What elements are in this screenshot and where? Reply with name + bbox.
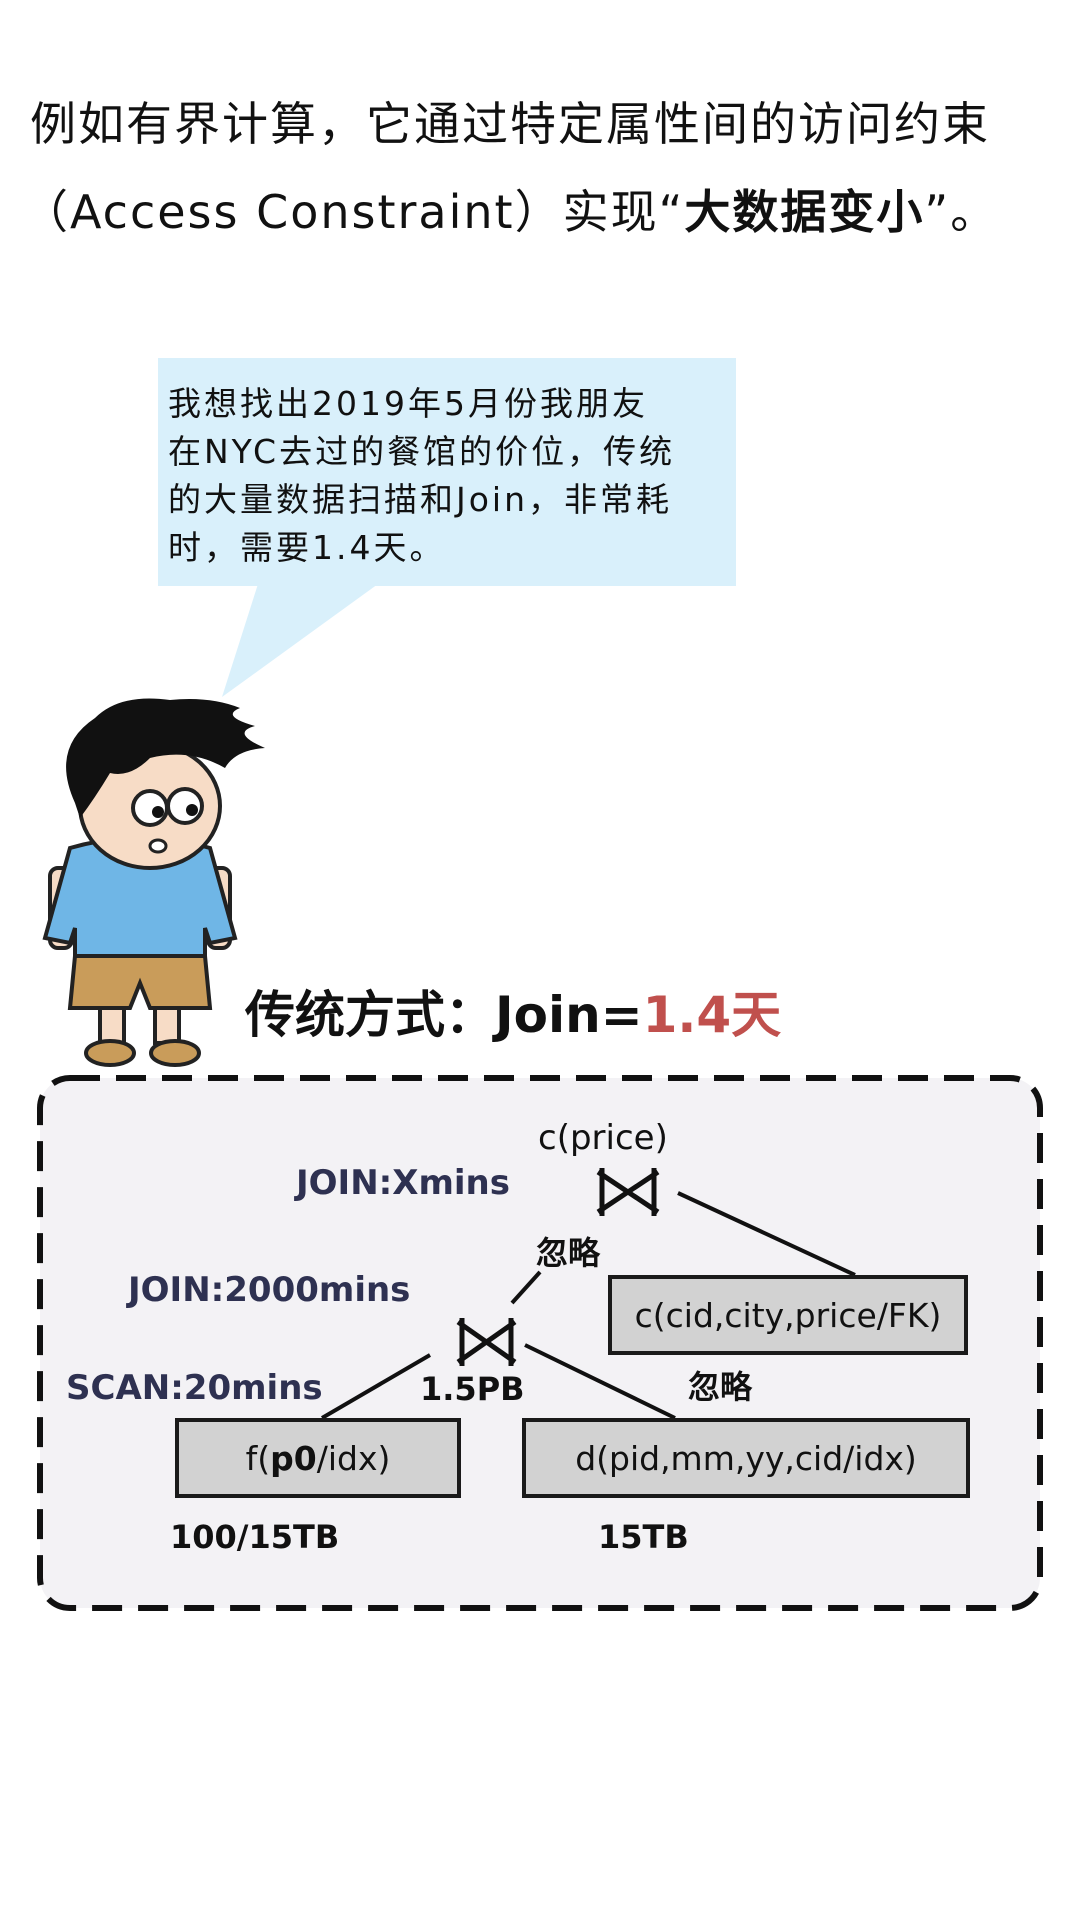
- intro-line-2-prefix: （Access Constraint）实现“: [22, 185, 685, 239]
- intro-line-2: （Access Constraint）实现“大数据变小”。: [22, 168, 1060, 256]
- intro-line-2-bold: 大数据变小: [684, 185, 925, 239]
- bubble-line-3: 的大量数据扫描和Join，非常耗: [168, 480, 673, 519]
- table-node-f: f(p0/idx): [175, 1418, 461, 1498]
- heading-highlight: 1.4天: [642, 986, 782, 1044]
- top-output-label: c(price): [538, 1118, 668, 1158]
- size-f-label: 100/15TB: [170, 1518, 340, 1556]
- join-top-cost: JOIN:Xmins: [296, 1163, 510, 1203]
- join-symbol-top: [596, 1168, 660, 1216]
- node-f-bold: p0: [270, 1438, 317, 1478]
- join-symbol-mid: [456, 1318, 517, 1366]
- ignore-label-1: 忽略: [536, 1234, 601, 1272]
- edge-mid-join-to-f: [320, 1353, 432, 1420]
- table-node-c: c(cid,city,price/FK): [608, 1275, 968, 1355]
- join-mid-cost: JOIN:2000mins: [128, 1270, 411, 1310]
- node-f-prefix: f(: [245, 1438, 271, 1478]
- method-heading: 传统方式：Join=1.4天: [245, 975, 781, 1047]
- intro-text: 例如有界计算，它通过特定属性间的访问约束 （Access Constraint）…: [22, 80, 1060, 256]
- speech-bubble-tail: [222, 584, 378, 697]
- table-node-d: d(pid,mm,yy,cid/idx): [522, 1418, 970, 1498]
- ignore-label-2: 忽略: [688, 1368, 753, 1406]
- bubble-line-1: 我想找出2019年5月份我朋友: [168, 384, 648, 423]
- size-d-label: 15TB: [598, 1518, 689, 1556]
- intro-line-1: 例如有界计算，它通过特定属性间的访问约束: [30, 97, 990, 151]
- mid-join-size: 1.5PB: [420, 1370, 525, 1408]
- heading-prefix: 传统方式：Join=: [245, 986, 643, 1044]
- bubble-line-2: 在NYC去过的餐馆的价位，传统: [168, 432, 676, 471]
- speech-bubble: 我想找出2019年5月份我朋友 在NYC去过的餐馆的价位，传统 的大量数据扫描和…: [158, 358, 736, 586]
- intro-line-2-suffix: ”。: [924, 185, 999, 239]
- scan-cost: SCAN:20mins: [66, 1368, 323, 1408]
- bubble-line-4: 时，需要1.4天。: [168, 528, 446, 567]
- edge-top-join-to-mid-join: [510, 1270, 542, 1305]
- cartoon-person-illustration: [42, 698, 265, 1067]
- edge-mid-join-to-d: [524, 1343, 676, 1420]
- edge-top-join-to-c: [677, 1191, 856, 1277]
- node-f-suffix: /idx): [316, 1438, 391, 1478]
